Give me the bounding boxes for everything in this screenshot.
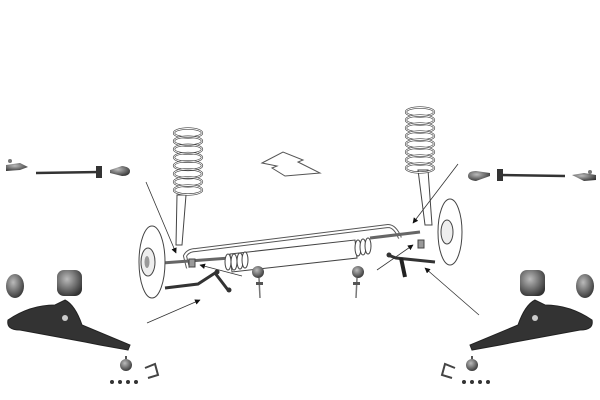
right-lower-link <box>386 239 436 278</box>
left-tie-rod-set <box>6 159 130 178</box>
left-lower-link <box>164 258 232 293</box>
steering-rack <box>161 230 421 273</box>
spring-coil <box>173 185 203 195</box>
leader-lines <box>145 163 480 324</box>
forward-arrow-icon <box>260 151 322 177</box>
left-ball-joint-kit <box>110 356 160 384</box>
spring-coil <box>405 163 435 173</box>
right-ball-joint-kit <box>440 356 490 384</box>
left-strut-assembly <box>172 127 204 246</box>
left-control-arm <box>7 299 131 351</box>
left-brake-disc <box>138 225 166 299</box>
stabilizer-link-left <box>252 266 264 299</box>
right-brake-disc <box>437 198 463 266</box>
left-boot <box>224 251 249 271</box>
right-control-arm <box>469 299 593 351</box>
right-strut-assembly <box>404 106 436 226</box>
right-tie-rod-set <box>468 169 596 181</box>
bushings-left <box>6 270 82 298</box>
bushings-right <box>520 270 594 298</box>
right-boot <box>354 237 372 257</box>
stabilizer-link-right <box>352 266 364 299</box>
